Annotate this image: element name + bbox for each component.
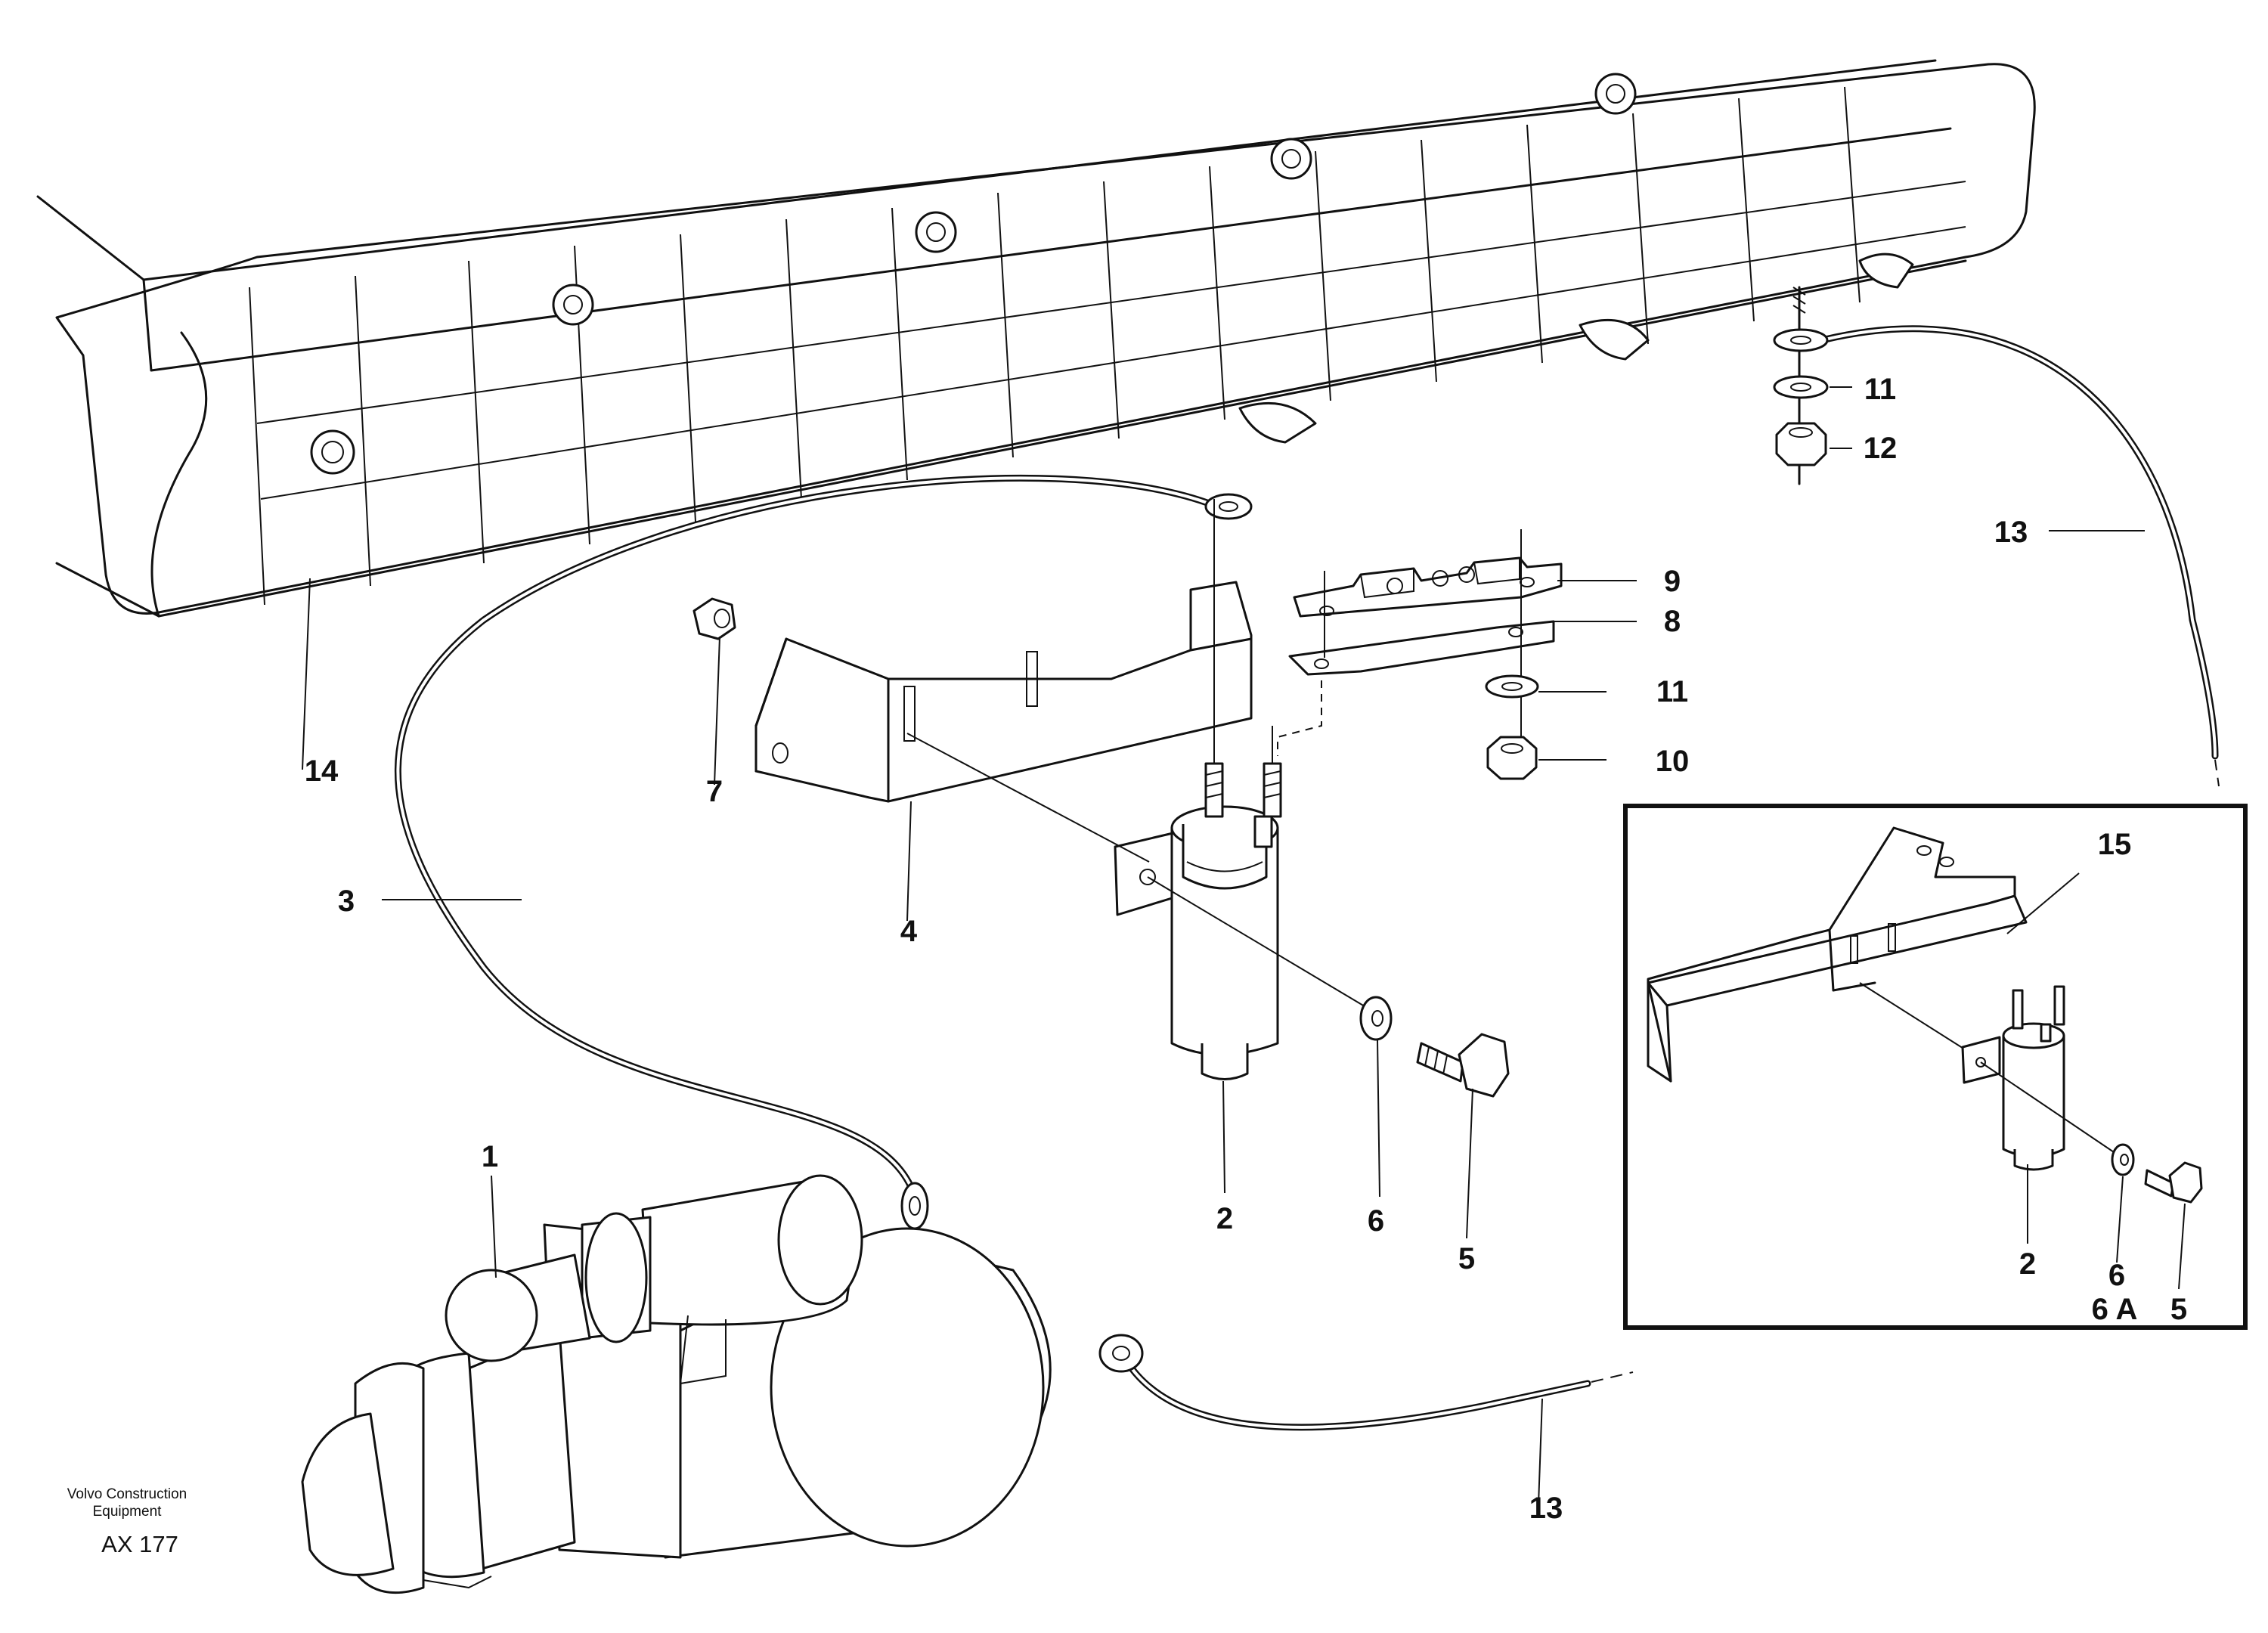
callout-1: 1 [482,1140,498,1173]
box-bolt [1594,73,1637,115]
callout-11a: 11 [1656,675,1688,708]
inset-variant-label: 6 A [2092,1293,2138,1326]
callout-4: 4 [900,915,918,948]
leader-lines [302,386,2186,1505]
callout-14: 14 [305,755,339,788]
starter-motor [301,1174,1052,1594]
box-bolt [1270,138,1312,180]
relay [1114,499,1282,1080]
bracket [754,581,1253,803]
washer-6 [1359,996,1393,1041]
box-bolt [552,284,594,326]
battery-cable [394,474,1253,1230]
callout-9: 9 [1664,565,1681,598]
brand-line-1: Volvo Construction [67,1486,187,1502]
brand-line-2: Equipment [93,1504,163,1520]
washer-11 [1485,674,1539,699]
callout-6: 6 [1368,1204,1384,1238]
callout-8: 8 [1664,605,1681,638]
inset-callout-6: 6 [2108,1259,2125,1292]
callout-5: 5 [1458,1242,1475,1275]
inset-variant-6a [1623,804,2248,1330]
callout-3: 3 [338,885,355,918]
callout-2: 2 [1216,1202,1233,1235]
callout-11b: 11 [1864,373,1896,406]
nut-10 [1486,736,1538,780]
nut-7 [692,597,736,640]
box-bolt [310,429,355,475]
callout-10: 10 [1656,745,1690,778]
fuse-holder [1293,556,1563,618]
inset-callout-5: 5 [2170,1293,2187,1326]
callout-13a: 13 [1994,516,2028,549]
drawing-code: AX 177 [101,1531,178,1557]
ground-cable-upper [1818,325,2220,787]
callout-13b: 13 [1529,1492,1563,1525]
box-bolt [915,211,957,253]
inset-callout-2: 2 [2019,1247,2036,1281]
ground-stud-stack [1773,286,1829,485]
callout-7: 7 [706,775,723,808]
battery-box [36,59,2036,618]
callout-15: 15 [2098,828,2132,861]
fuse-plate [1288,620,1555,676]
ground-cable-lower [1098,1334,1634,1431]
callout-12: 12 [1864,432,1898,465]
bolt-5 [1416,1033,1510,1098]
